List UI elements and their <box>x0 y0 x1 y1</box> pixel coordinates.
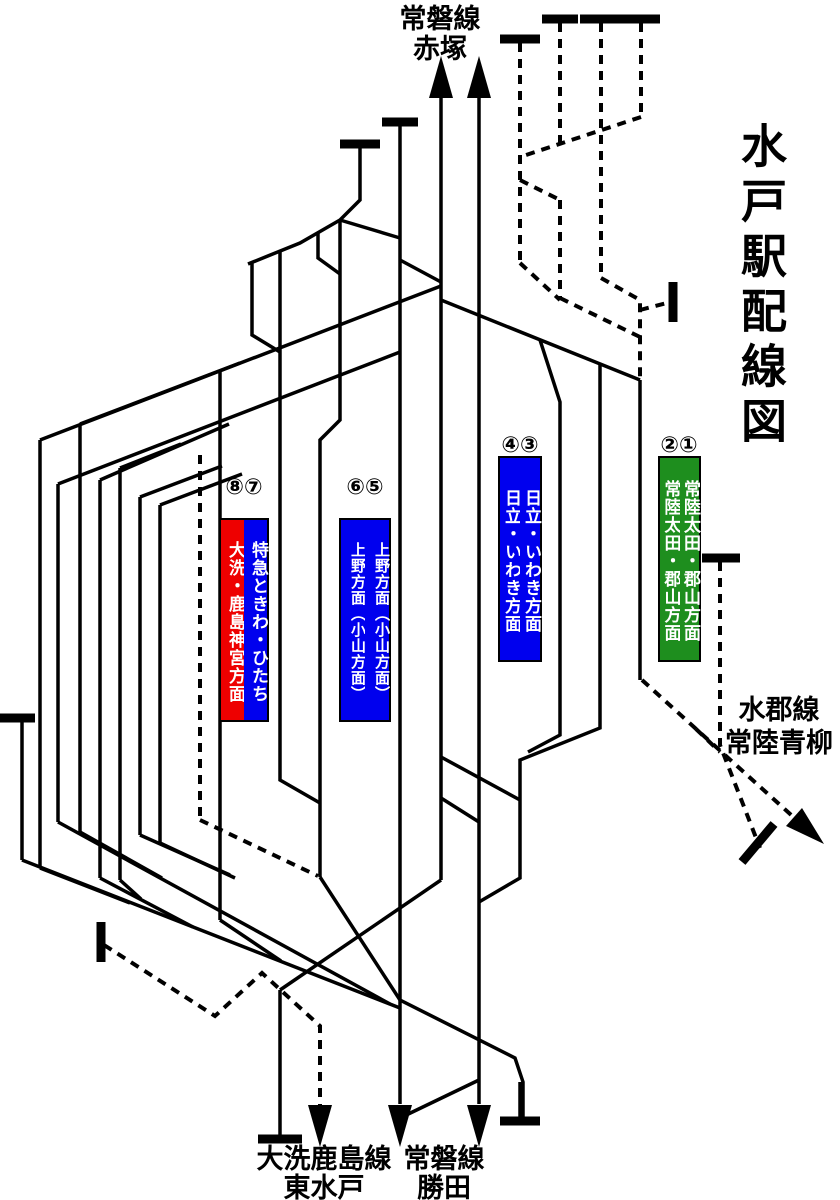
exit-label-right-line: 水郡線 <box>738 695 820 725</box>
dashed-tracks <box>102 23 812 1105</box>
dashed-ladder <box>519 178 561 202</box>
direction-arrows <box>308 56 824 1147</box>
exit-label-bottomleft-station: 東水戸 <box>283 1173 365 1200</box>
platform-4-destination: 日立・いわき方面 <box>500 458 521 660</box>
exit-label-bottomcenter-line: 常磐線 <box>403 1144 485 1174</box>
arrow-down-katsuta <box>467 1105 491 1147</box>
exit-label-right-station: 常陸青柳 <box>725 728 833 758</box>
crossover <box>440 796 480 824</box>
suigun-crossover <box>694 727 722 754</box>
platform-track <box>527 339 562 754</box>
exit-label-bottomcenter-station: 勝田 <box>417 1173 471 1200</box>
platform-track <box>318 220 342 877</box>
bumpers <box>0 14 778 1144</box>
fan-track <box>79 361 241 426</box>
platform-6-destination: 上野方面（小山方面） <box>341 520 366 720</box>
exit-label-bottomleft-line: 大洗鹿島線 <box>256 1144 392 1174</box>
page-title: 水戸駅配線図 <box>735 122 787 452</box>
platform-1-destination: 常陸太田・郡山方面 <box>679 458 700 660</box>
platform-numbers-8-7: ⑧⑦ <box>225 474 263 499</box>
platform-sign-8-7: 大洗・鹿島神宮方面 特急ときわ・ひたち <box>219 518 269 722</box>
siding-stub <box>250 262 281 354</box>
platform-numbers-4-3: ④③ <box>501 432 539 457</box>
solid-tracks <box>20 96 642 1135</box>
dashed-ladder <box>519 115 642 159</box>
platform-3-destination: 日立・いわき方面 <box>520 458 541 660</box>
platform-track <box>478 364 602 904</box>
crossover <box>399 258 442 284</box>
platform-numbers-2-1: ②① <box>660 432 698 457</box>
arrow-up-akatsuka <box>429 56 453 98</box>
fan-track <box>119 442 182 470</box>
crossover <box>339 218 401 240</box>
platform-7-destination: 特急ときわ・ひたち <box>244 520 268 720</box>
platform-sign-6-5: 上野方面（小山方面） 上野方面（小山方面） <box>339 518 391 722</box>
oarai-line <box>102 943 322 1105</box>
fan-track <box>79 830 163 880</box>
arrow-up-akatsuka <box>467 56 491 98</box>
dashed-bumper-link <box>639 301 668 312</box>
fan-track <box>139 464 223 499</box>
bumper <box>738 821 778 865</box>
crossover <box>440 755 521 802</box>
platform-sign-2-1: 常陸太田・郡山方面 常陸太田・郡山方面 <box>658 456 701 662</box>
platform-sign-4-3: 日立・いわき方面 日立・いわき方面 <box>498 456 542 662</box>
crossover <box>399 1078 480 1120</box>
fan-track <box>219 918 282 963</box>
dashed-ladder <box>518 261 562 302</box>
arrow-down-higashimito <box>308 1105 332 1147</box>
dashed-ladder <box>559 296 641 339</box>
fan-track <box>99 876 194 929</box>
platform-track <box>278 251 321 805</box>
platform-5-destination: 上野方面（小山方面） <box>365 520 390 720</box>
oarai-line <box>199 818 319 878</box>
fan-track <box>118 878 143 901</box>
platform-numbers-6-5: ⑥⑤ <box>346 474 384 499</box>
exit-label-top-station: 赤塚 <box>413 34 467 64</box>
top-ladder <box>247 148 362 266</box>
fan-track <box>57 350 401 486</box>
platform-2-destination: 常陸太田・郡山方面 <box>660 458 681 660</box>
siding-stub <box>316 233 342 276</box>
arrow-suigun-hitachiaoyagi <box>786 808 824 844</box>
crossing-track <box>279 878 442 992</box>
crossing-track <box>318 876 525 1117</box>
arrow-down-katsuta <box>388 1105 412 1147</box>
dashed-siding <box>600 276 642 380</box>
platform-8-destination: 大洗・鹿島神宮方面 <box>221 520 245 720</box>
exit-label-top-line: 常磐線 <box>399 4 481 34</box>
suigun-siding <box>718 562 762 849</box>
fan-track <box>39 866 131 905</box>
fan-track <box>159 841 236 880</box>
